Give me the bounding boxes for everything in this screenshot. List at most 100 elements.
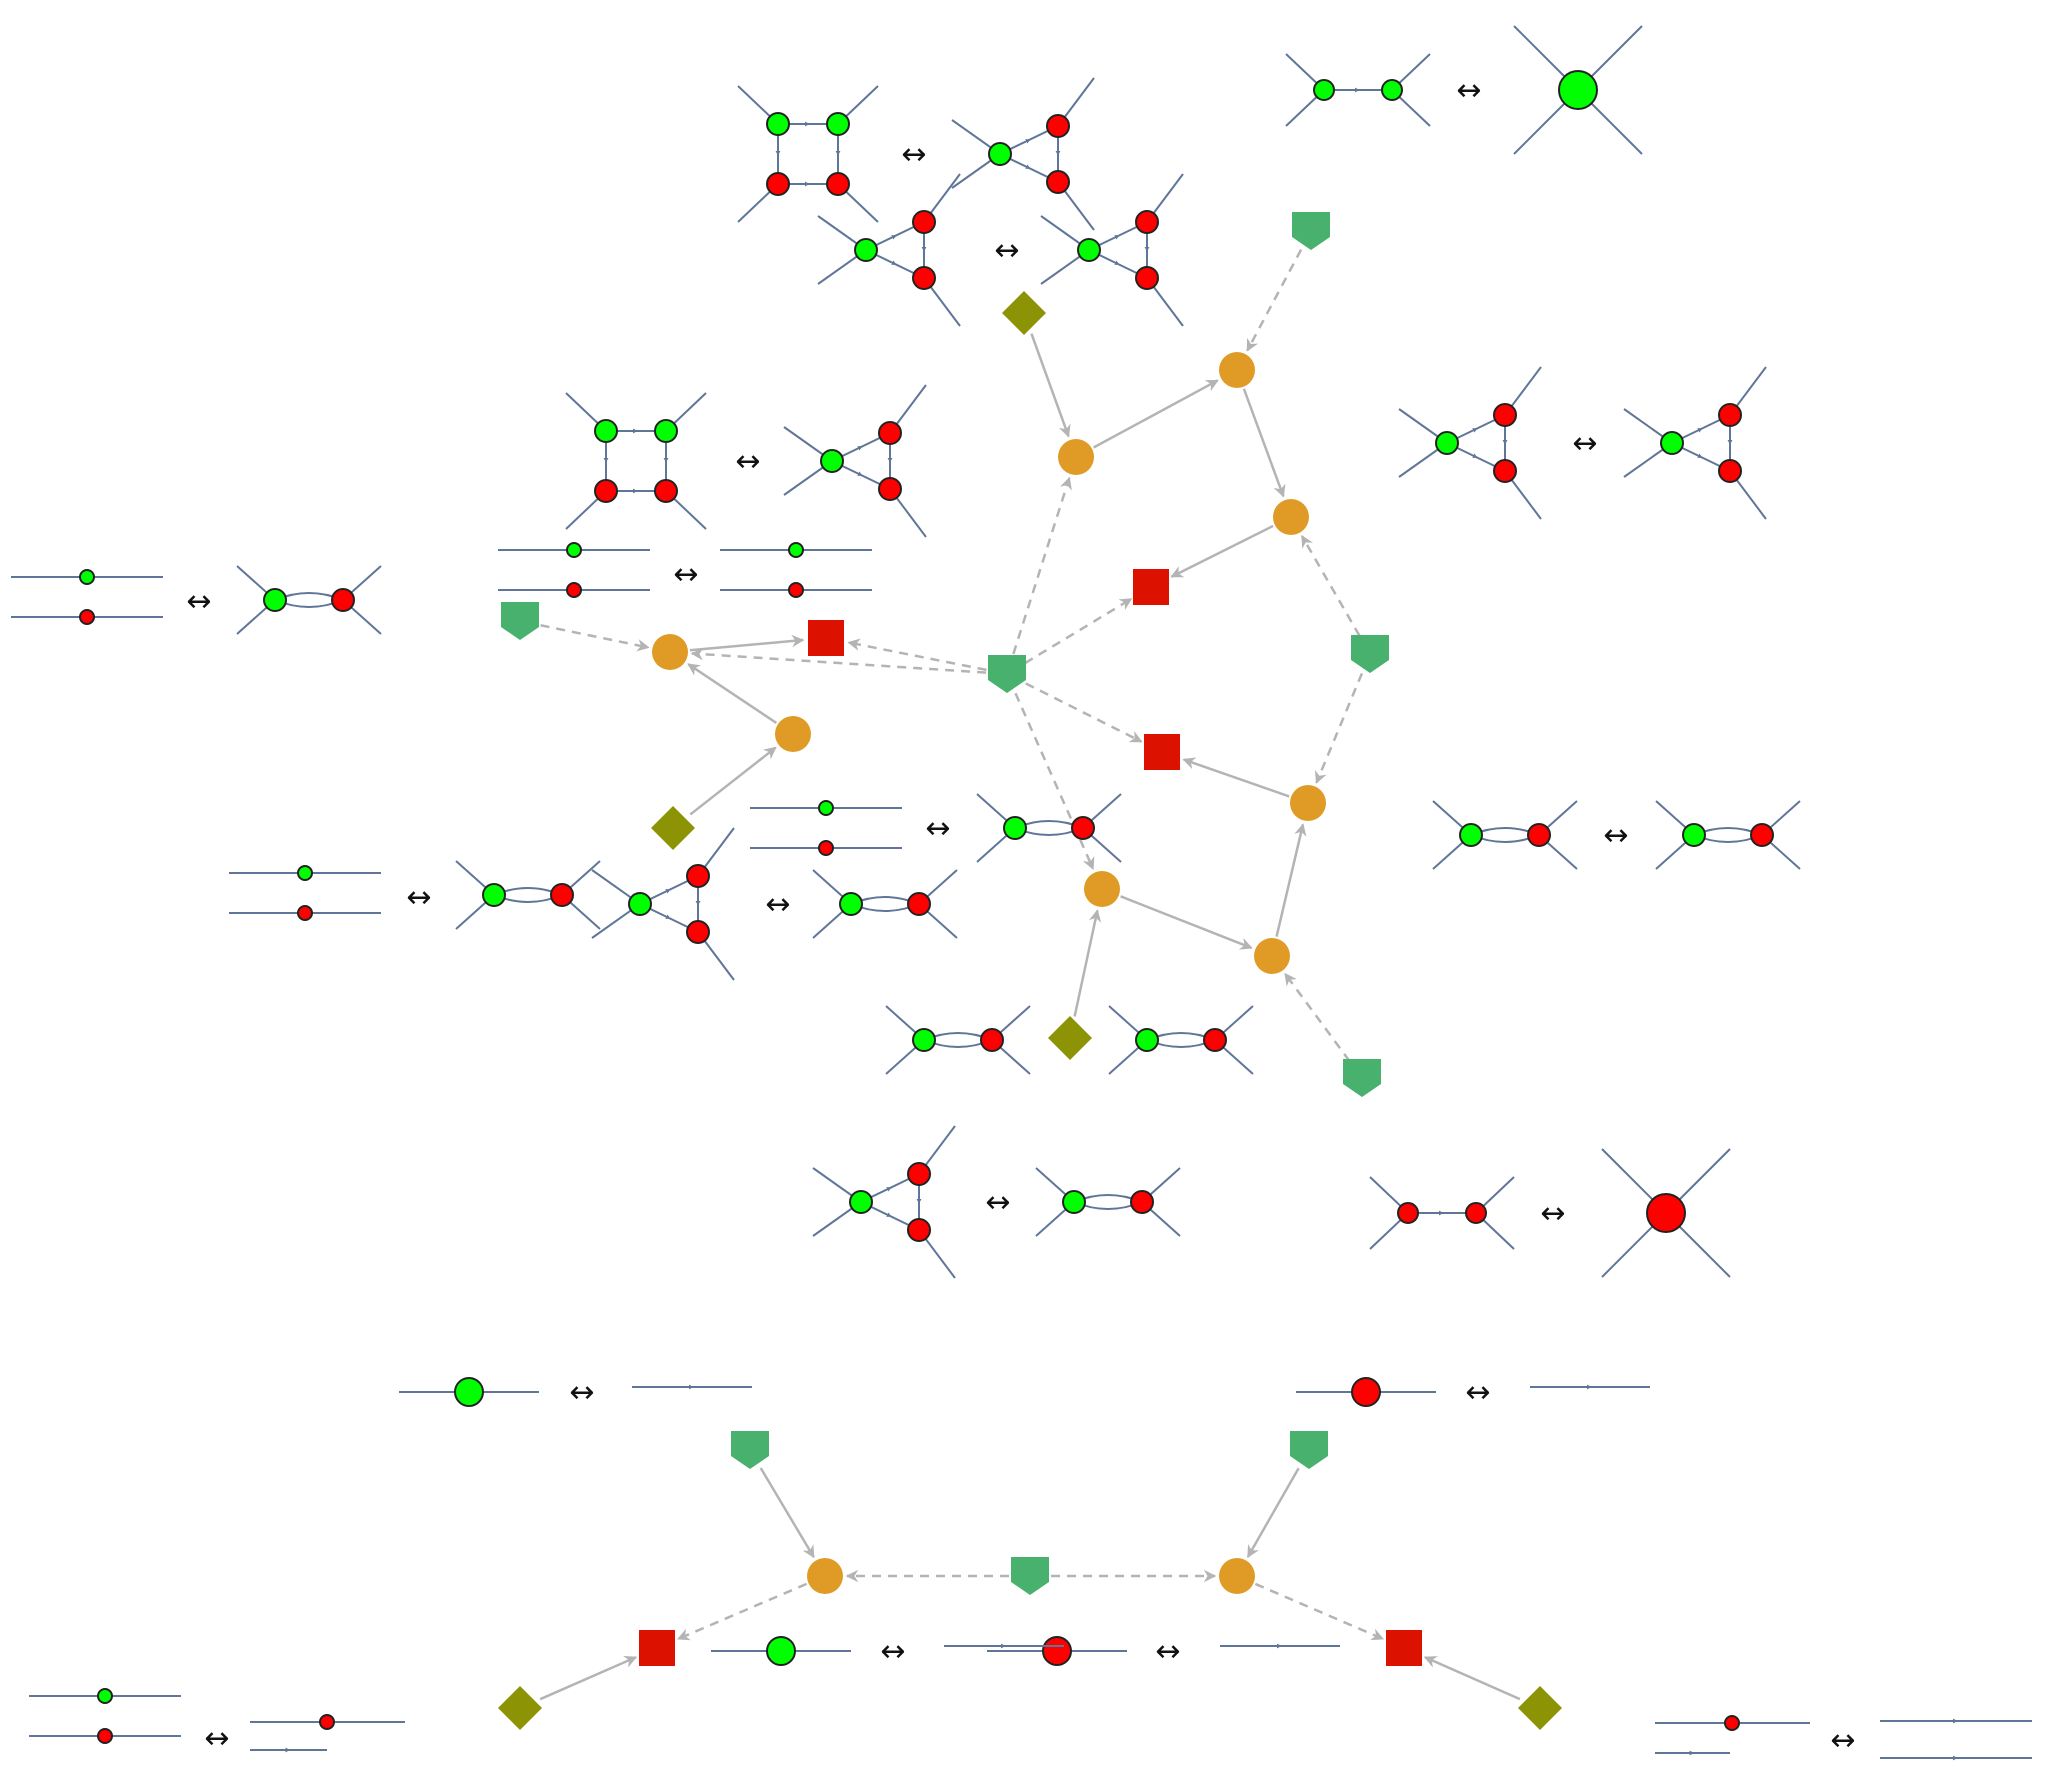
green-spider bbox=[482, 883, 506, 907]
solid-arrow bbox=[1170, 524, 1274, 578]
green-spider bbox=[1682, 823, 1706, 847]
green-spider bbox=[849, 1190, 873, 1214]
green-spider bbox=[79, 569, 95, 585]
green-spider bbox=[1077, 238, 1101, 262]
red-spider bbox=[1397, 1202, 1419, 1224]
dashed-arrow bbox=[1025, 682, 1143, 743]
equivalence-triangle-triangle-top: ↔ bbox=[817, 173, 1184, 327]
equivalence-symbol: ↔ bbox=[569, 1375, 594, 1410]
dashed-arrow bbox=[676, 1582, 808, 1641]
equivalence-symbol: ↔ bbox=[1456, 73, 1481, 108]
red-spider bbox=[907, 1162, 931, 1186]
dashed-arrow bbox=[1300, 534, 1361, 637]
output-square bbox=[1133, 569, 1169, 605]
red-spider bbox=[878, 421, 902, 445]
equivalence-symbol: ↔ bbox=[994, 233, 1019, 268]
red-spider bbox=[907, 892, 931, 916]
equivalence-parallel-bond-center: ↔ bbox=[750, 793, 1122, 863]
input-diamond bbox=[1048, 1016, 1092, 1060]
solid-arrow bbox=[1182, 757, 1290, 798]
output-square bbox=[639, 1630, 675, 1666]
equivalence-triangle-bond-lower: ↔ bbox=[812, 1125, 1181, 1279]
red-spider bbox=[912, 210, 936, 234]
solid-arrow bbox=[1030, 333, 1071, 438]
equivalence-triangle-bond-mid: ↔ bbox=[591, 827, 958, 981]
red-spider bbox=[1042, 1636, 1072, 1666]
solid-arrow bbox=[1093, 379, 1219, 449]
red-spider bbox=[550, 883, 574, 907]
red-spider bbox=[766, 172, 790, 196]
red-spider bbox=[1046, 170, 1070, 194]
red-spider bbox=[980, 1028, 1004, 1052]
equivalence-symbol: ↔ bbox=[673, 557, 698, 592]
dashed-arrow bbox=[1246, 248, 1303, 352]
red-spider bbox=[1203, 1028, 1227, 1052]
gadgets-layer: ↔↔↔↔↔↔↔↔↔↔↔↔↔↔↔↔↔↔↔↔ bbox=[11, 25, 2032, 1761]
solid-arrow bbox=[689, 634, 805, 652]
output-square bbox=[808, 620, 844, 656]
rule-pentagon bbox=[501, 602, 539, 640]
equivalence-symbol: ↔ bbox=[186, 584, 211, 619]
green-spider bbox=[1435, 431, 1459, 455]
equivalence-identity-green-lower: ↔ bbox=[711, 1634, 906, 1669]
equivalence-symbol: ↔ bbox=[925, 811, 950, 846]
red-spider bbox=[818, 840, 834, 856]
equivalence-symbol: ↔ bbox=[1540, 1196, 1565, 1231]
equivalence-bond-bond-lower: ↔ bbox=[885, 1005, 1254, 1075]
red-spider bbox=[97, 1728, 113, 1744]
dashed-arrow bbox=[1315, 672, 1364, 784]
solid-arrow bbox=[1246, 1467, 1300, 1558]
green-spider bbox=[594, 419, 618, 443]
green-spider bbox=[566, 542, 582, 558]
equivalence-symbol: ↔ bbox=[1572, 426, 1597, 461]
equivalence-parallel-bond-left: ↔ bbox=[11, 565, 382, 635]
red-spider bbox=[1724, 1715, 1740, 1731]
red-spider bbox=[1465, 1202, 1487, 1224]
red-spider bbox=[907, 1218, 931, 1242]
hub-node bbox=[1219, 1558, 1255, 1594]
equivalence-parallel-bond-mid: ↔ bbox=[229, 860, 601, 930]
solid-arrow bbox=[1242, 388, 1286, 498]
equivalence-square-triangle-top: ↔ bbox=[737, 77, 1095, 231]
dashed-arrow bbox=[1284, 972, 1351, 1062]
equivalence-parallel-removal-right: ↔ bbox=[1655, 1715, 2032, 1761]
hub-node bbox=[1254, 938, 1290, 974]
red-spider bbox=[566, 582, 582, 598]
green-spider bbox=[654, 419, 678, 443]
red-spider bbox=[319, 1714, 335, 1730]
solid-arrow bbox=[1120, 895, 1253, 950]
rule-pentagon bbox=[1292, 212, 1330, 250]
equivalence-symbol: ↔ bbox=[901, 137, 926, 172]
green-spider bbox=[297, 865, 313, 881]
rule-pentagon bbox=[1290, 1431, 1328, 1469]
input-diamond bbox=[1002, 291, 1046, 335]
green-spider bbox=[1558, 70, 1598, 110]
green-spider bbox=[1135, 1028, 1159, 1052]
solid-arrow bbox=[759, 1467, 815, 1559]
green-spider bbox=[788, 542, 804, 558]
edges-layer bbox=[539, 248, 1521, 1701]
equivalence-bond-bond-right: ↔ bbox=[1432, 800, 1801, 870]
red-spider bbox=[1493, 459, 1517, 483]
dashed-arrow bbox=[690, 647, 987, 674]
hub-node bbox=[1273, 499, 1309, 535]
green-spider bbox=[988, 142, 1012, 166]
red-spider bbox=[594, 479, 618, 503]
green-spider bbox=[820, 449, 844, 473]
green-spider bbox=[826, 112, 850, 136]
green-spider bbox=[766, 1636, 796, 1666]
input-diamond bbox=[498, 1686, 542, 1730]
hub-node bbox=[1290, 785, 1326, 821]
rule-pentagon bbox=[1343, 1059, 1381, 1097]
red-spider bbox=[788, 582, 804, 598]
equivalence-symbol: ↔ bbox=[406, 880, 431, 915]
graph-nodes-layer bbox=[498, 212, 1562, 1730]
red-spider bbox=[686, 920, 710, 944]
green-spider bbox=[912, 1028, 936, 1052]
dashed-arrow bbox=[847, 638, 987, 672]
equivalence-symbol: ↔ bbox=[985, 1185, 1010, 1220]
green-spider bbox=[854, 238, 878, 262]
rule-pentagon bbox=[1351, 635, 1389, 673]
solid-arrow bbox=[539, 1656, 638, 1701]
rule-pentagon bbox=[988, 655, 1026, 693]
